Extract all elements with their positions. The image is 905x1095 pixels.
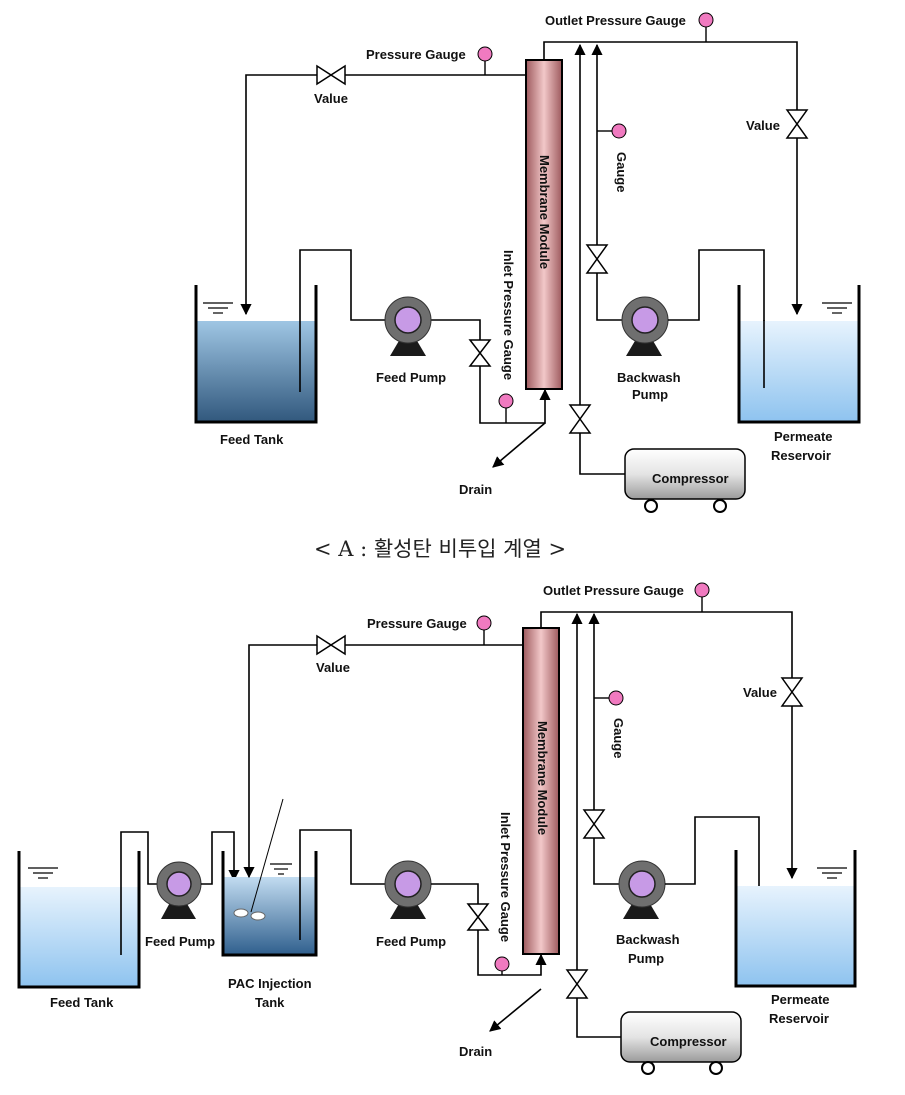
membrane-module <box>525 59 563 390</box>
pressure-gauge-b-label: Pressure Gauge <box>367 616 467 631</box>
compressor <box>624 448 746 513</box>
permeate-label-2: Reservoir <box>771 448 831 463</box>
backwash-gauge-icon <box>611 123 627 139</box>
return-valve-label: Value <box>314 91 348 106</box>
pressure-gauge-b-icon <box>476 615 492 631</box>
backwash-pump <box>621 296 669 356</box>
inlet-pressure-gauge-label: Inlet Pressure Gauge <box>501 250 516 380</box>
diagram-b: Feed Tank Feed Pump PAC Injection Tank <box>17 582 857 1075</box>
inlet-valve-b[interactable] <box>466 903 490 931</box>
permeate-valve[interactable] <box>785 109 809 139</box>
water-level-icon <box>203 302 233 314</box>
feed-pump-b2-label: Feed Pump <box>376 934 446 949</box>
permeate-label-1: Permeate <box>774 429 833 444</box>
feed-tank-b-label: Feed Tank <box>50 995 114 1010</box>
feed-tank-label: Feed Tank <box>220 432 284 447</box>
compressor-b-label: Compressor <box>650 1034 727 1049</box>
feed-pump-b1 <box>156 861 202 919</box>
return-valve-b-label: Value <box>316 660 350 675</box>
permeate-valve-b[interactable] <box>780 677 804 707</box>
outlet-pressure-gauge-label: Outlet Pressure Gauge <box>545 13 686 28</box>
feed-pump <box>384 296 432 356</box>
compressor-valve[interactable] <box>568 404 592 434</box>
membrane-module-b-label: Membrane Module <box>535 721 550 835</box>
permeate-b-label-1: Permeate <box>771 992 830 1007</box>
pac-tank-label-2: Tank <box>255 995 285 1010</box>
compressor-label: Compressor <box>652 471 729 486</box>
return-valve-b[interactable] <box>316 634 346 656</box>
pressure-gauge-label: Pressure Gauge <box>366 47 466 62</box>
inlet-valve[interactable] <box>468 339 492 367</box>
drain-b-label: Drain <box>459 1044 492 1059</box>
return-valve[interactable] <box>316 64 346 86</box>
inlet-pressure-gauge-b-icon <box>494 956 510 972</box>
outlet-pressure-gauge-b-label: Outlet Pressure Gauge <box>543 583 684 598</box>
pac-injection-tank <box>221 798 318 957</box>
pressure-gauge-icon <box>477 46 493 62</box>
water-level-icon <box>817 867 847 879</box>
backwash-pump-b <box>618 860 666 919</box>
caption-a: < A : 활성탄 비투입 계열 > <box>314 537 566 561</box>
backwash-pump-label-2: Pump <box>632 387 668 402</box>
compressor-b <box>620 1011 742 1075</box>
permeate-reservoir <box>737 285 861 424</box>
backwash-pump-b-label-2: Pump <box>628 951 664 966</box>
inlet-pressure-gauge-b-label: Inlet Pressure Gauge <box>498 812 513 942</box>
feed-pump-b2 <box>384 860 432 919</box>
feed-pump-b1-label: Feed Pump <box>145 934 215 949</box>
inlet-pressure-gauge-icon <box>498 393 514 409</box>
water-level-icon <box>28 867 58 879</box>
drain-label: Drain <box>459 482 492 497</box>
compressor-valve-b[interactable] <box>565 969 589 999</box>
backwash-pump-label-1: Backwash <box>617 370 681 385</box>
backwash-pump-b-label-1: Backwash <box>616 932 680 947</box>
feed-tank-b <box>17 851 141 989</box>
backwash-valve[interactable] <box>585 244 609 274</box>
feed-tank <box>194 285 318 424</box>
backwash-gauge-b-icon <box>608 690 624 706</box>
permeate-valve-b-label: Value <box>743 685 777 700</box>
water-level-icon <box>270 863 292 875</box>
outlet-pressure-gauge-icon <box>698 12 714 28</box>
mixer-icon <box>233 798 284 921</box>
outlet-pressure-gauge-b-icon <box>694 582 710 598</box>
pac-tank-label-1: PAC Injection <box>228 976 312 991</box>
backwash-valve-b[interactable] <box>582 809 606 839</box>
backwash-gauge-b-label: Gauge <box>611 718 626 758</box>
membrane-module-label: Membrane Module <box>537 155 552 269</box>
permeate-reservoir-b <box>734 850 857 988</box>
backwash-gauge-label: Gauge <box>614 152 629 192</box>
permeate-b-label-2: Reservoir <box>769 1011 829 1026</box>
feed-pump-label: Feed Pump <box>376 370 446 385</box>
water-level-icon <box>822 302 852 314</box>
permeate-valve-label: Value <box>746 118 780 133</box>
diagram-a: Feed Tank Value Pressure Gauge Membrane … <box>194 12 861 513</box>
